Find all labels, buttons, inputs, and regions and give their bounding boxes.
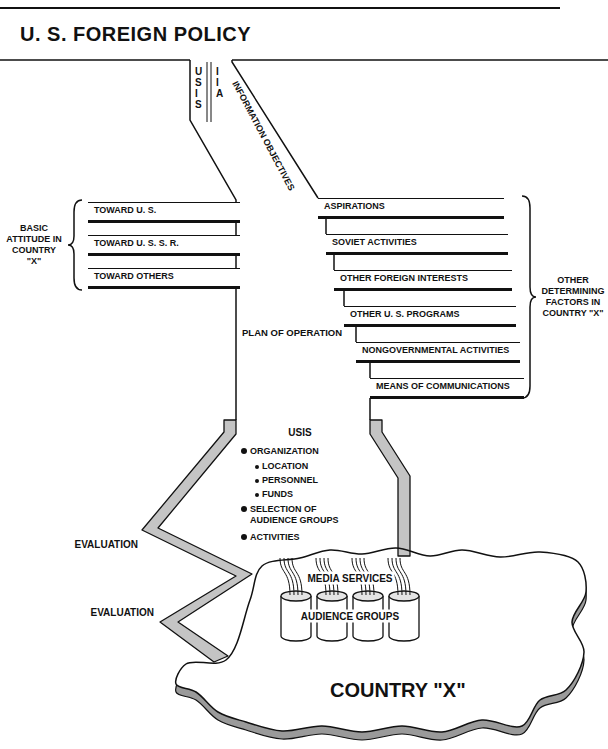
lane-line xyxy=(207,62,208,122)
band-edge xyxy=(0,7,560,9)
country-name: COUNTRY "X" xyxy=(330,678,466,702)
factor-band: TOWARD OTHERS xyxy=(88,268,240,289)
band-label: OTHER U. S. PROGRAMS xyxy=(344,307,516,322)
cylinder-top xyxy=(353,591,383,601)
factor-band: NONGOVERNMENTAL ACTIVITIES xyxy=(356,342,520,363)
road-edge xyxy=(325,218,327,234)
evaluation-wall xyxy=(370,420,410,556)
road-edge xyxy=(333,254,335,270)
bullet-item: ORGANIZATION xyxy=(250,446,319,457)
media-flows xyxy=(280,558,410,595)
road-edge xyxy=(369,398,371,420)
bullet-item: PERSONNEL xyxy=(262,475,318,486)
band-title: U. S. FOREIGN POLICY xyxy=(20,22,251,46)
media-label: MEDIA SERVICES xyxy=(305,572,394,585)
evaluation-label: EVALUATION xyxy=(74,538,138,551)
road-edge xyxy=(232,60,318,198)
road-edge xyxy=(369,362,371,378)
policy-band: U. S. FOREIGN POLICY xyxy=(0,9,608,59)
cylinder-top xyxy=(389,591,419,601)
band-label: MEANS OF COMMUNICATIONS xyxy=(370,379,524,394)
lane-label: USIS xyxy=(195,66,201,110)
cylinder-top xyxy=(317,591,347,601)
country-border xyxy=(176,548,587,732)
bracket-label: BASIC ATTITUDE IN COUNTRY "X" xyxy=(4,223,64,267)
bullet-item: SELECTION OF AUDIENCE GROUPS xyxy=(250,504,342,526)
bullet-item: FUNDS xyxy=(262,489,293,500)
factor-band: TOWARD U. S. xyxy=(88,202,240,223)
road-edge xyxy=(235,288,237,420)
road-edge xyxy=(190,60,236,202)
road-lines xyxy=(0,8,608,420)
bullet-item: LOCATION xyxy=(262,461,308,472)
factor-band: SOVIET ACTIVITIES xyxy=(326,234,508,255)
road-label: INFORMATION OBJECTIVES xyxy=(229,79,296,192)
band-label: TOWARD U. S. S. R. xyxy=(88,236,240,251)
factor-band: OTHER FOREIGN INTERESTS xyxy=(334,270,512,291)
factor-band: OTHER U. S. PROGRAMS xyxy=(344,306,516,327)
lane-label: IIA xyxy=(216,66,222,99)
factor-band: ASPIRATIONS xyxy=(318,198,504,219)
bullet-item: ACTIVITIES xyxy=(250,532,300,543)
road-edge xyxy=(235,222,237,235)
brace xyxy=(68,200,82,290)
lane-line xyxy=(211,62,212,122)
band-label: NONGOVERNMENTAL ACTIVITIES xyxy=(356,343,520,358)
band-label: ASPIRATIONS xyxy=(318,199,504,214)
band-edge xyxy=(0,59,190,61)
band-edge xyxy=(232,59,608,61)
factor-band: MEANS OF COMMUNICATIONS xyxy=(370,378,524,399)
factor-band: TOWARD U. S. S. R. xyxy=(88,235,240,256)
road-edge xyxy=(343,290,345,306)
road-edge xyxy=(235,255,237,268)
band-label: SOVIET ACTIVITIES xyxy=(326,235,508,250)
road-label: PLAN OF OPERATION xyxy=(242,327,342,340)
evaluation-label: EVALUATION xyxy=(90,606,154,619)
flow-stroke xyxy=(292,558,302,595)
band-label: TOWARD U. S. xyxy=(88,203,240,218)
usis-funnel: USIS ORGANIZATION LOCATION PERSONNEL FUNDS SE… xyxy=(130,418,415,668)
bracket-label: OTHER DETERMINING FACTORS IN COUNTRY "X" xyxy=(540,275,606,319)
evaluation-wall xyxy=(142,420,252,662)
audience-cylinders xyxy=(281,591,419,641)
cylinder-top xyxy=(281,591,311,601)
section-heading: USIS xyxy=(288,426,311,439)
band-label: TOWARD OTHERS xyxy=(88,269,240,284)
flow-stroke xyxy=(400,558,410,595)
road-edge xyxy=(355,326,357,342)
band-label: OTHER FOREIGN INTERESTS xyxy=(334,271,512,286)
audience-label: AUDIENCE GROUPS xyxy=(299,610,401,623)
brace xyxy=(522,196,536,398)
